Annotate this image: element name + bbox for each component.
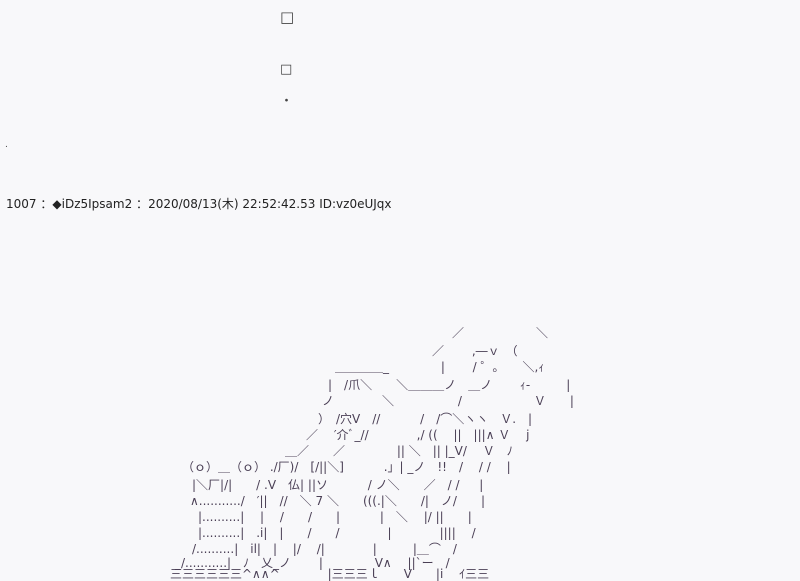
art-line: |..........| | / / | | ＼ |/ || | [198, 510, 472, 524]
art-line: ∧.........../ ′|| // ＼ 7 ＼ (((.|＼ /| ノ/ … [190, 494, 486, 508]
post-datetime: 2020/08/13(木) 22:52:42.53 [148, 197, 316, 211]
art-line: ／ ,―ｖ （ [432, 344, 518, 358]
art-line: /..........| il| | |/ /| | |＿⌒ / [192, 542, 457, 556]
post-number: 1007 [6, 197, 37, 211]
separator: ： [40, 197, 53, 211]
art-line: （ｏ）＿（ｏ） ./厂)/ [/||＼] .」| _ノ !! / / / | [182, 460, 511, 474]
art-line: ノ ＼ / Ｖ | [322, 394, 574, 408]
poster-id: ID:vz0eUJqx [319, 197, 392, 211]
art-line: 三三三三三三^∧∧^ |三三三ｌ V |i ｲ三三 [170, 567, 490, 581]
art-line: |＼厂|/| / .V 仏| ||ソ / ノ＼ ／ / / | [192, 478, 484, 492]
square-mark-2: □ [280, 62, 293, 77]
dot-mark: ・ [280, 94, 294, 109]
square-mark-1: □ [280, 8, 295, 26]
small-dot-mark: . [5, 140, 8, 150]
art-line: ＿＿＿＿_ | / ゜｡ ＼,ｨ [335, 360, 545, 374]
art-line: |..........| .i| | / / | |||| / [198, 526, 476, 540]
art-line: ） /穴V // / /⌒＼ヽヽ Ｖ. | [318, 412, 533, 426]
art-line: _/...........| ﾉ 乂_ノ | V∧ ||`ー / [175, 556, 450, 570]
art-line: ／ ＼ [452, 326, 549, 340]
separator: ： [136, 197, 149, 211]
poster-name: ◆iDz5Ipsam2 [52, 197, 133, 211]
art-line: ／ ′介ﾞ_// ,/ (( || |||∧ Ｖ j [306, 428, 530, 442]
art-line: | /爪＼ ＼＿＿＿ノ ＿ノ ｨ- | [328, 378, 571, 392]
art-line: ＿／ ／ || ＼ || |_V/ Ｖ ﾉ [285, 444, 513, 458]
post-header: 1007 ：◆iDz5Ipsam2 ：2020/08/13(木) 22:52:4… [6, 195, 392, 212]
